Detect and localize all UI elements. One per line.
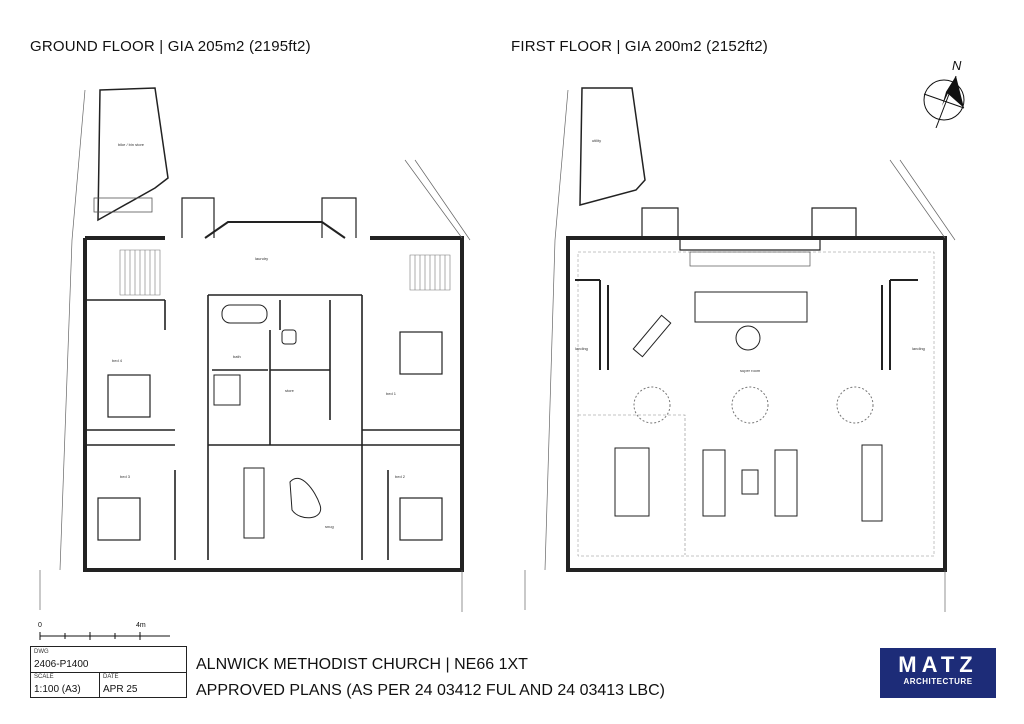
first-floor-title: FIRST FLOOR | GIA 200m2 (2152ft2) (511, 38, 768, 55)
bay-window-right (321, 197, 357, 238)
label-super-room: super room (740, 368, 761, 373)
bed-1 (399, 331, 443, 375)
title-block: DWG 2406-P1400 SCALE 1:100 (A3) DATE APR… (30, 646, 187, 698)
wc-basin (281, 329, 297, 345)
logo-main-text: MATZ (898, 652, 978, 677)
first-floor-plan (524, 87, 956, 612)
north-label: N (952, 58, 962, 73)
bed-4 (107, 374, 151, 418)
ground-floor-title: GROUND FLOOR | GIA 205m2 (2195ft2) (30, 38, 311, 55)
logo-sub-text: ARCHITECTURE (903, 677, 973, 686)
ground-floor-stair (119, 249, 451, 296)
ground-floor-outer-wall (83, 236, 464, 572)
label-landing-right: landing (912, 346, 925, 351)
date-caption: DATE (103, 674, 119, 680)
laundry-bay (204, 221, 346, 239)
coffee-table (741, 469, 759, 495)
snug-chaise (289, 477, 322, 519)
rug-circle-right (836, 386, 874, 424)
matz-logo: MATZ ARCHITECTURE (880, 648, 996, 698)
scale-bar (39, 632, 170, 640)
label-bed-3: bed 3 (120, 474, 131, 479)
desk (632, 314, 672, 358)
interior-walls (85, 294, 462, 560)
first-floor-outer-wall (566, 236, 947, 572)
bath-tub (221, 304, 268, 324)
first-floor-stair-right (881, 279, 918, 370)
label-bike-store: bike / bin store (118, 142, 145, 147)
shower (213, 374, 241, 406)
scale-caption: SCALE (34, 674, 54, 680)
north-arrow-icon (923, 75, 965, 129)
title-block-row-dwg (31, 647, 186, 673)
scale-value: 1:100 (A3) (34, 684, 81, 695)
label-landing-left: landing (575, 346, 588, 351)
sofa-left (702, 449, 726, 517)
rug-circle-left (633, 386, 671, 424)
bed-3 (97, 497, 141, 541)
dining-table (861, 444, 883, 522)
kitchen-island (694, 291, 808, 323)
games-zone-outline (578, 414, 686, 555)
label-bed-4: bed 4 (112, 358, 123, 363)
dining-round-table (735, 325, 761, 351)
first-floor-site-boundary (524, 89, 956, 612)
first-floor-stair-left (575, 279, 609, 370)
date-value: APR 25 (103, 684, 138, 695)
sofa-right (774, 449, 798, 517)
annex-windows (93, 197, 153, 213)
label-snug: snug (325, 524, 334, 529)
project-description: APPROVED PLANS (AS PER 24 03412 FUL AND … (196, 682, 665, 699)
ground-floor-site-boundary (39, 89, 471, 612)
first-floor-windows (689, 251, 811, 267)
label-plant: utility (592, 138, 601, 143)
pool-table (614, 447, 650, 517)
ground-floor-annex (97, 87, 169, 222)
label-bed-1: bed 1 (386, 391, 397, 396)
label-laundry: laundry (255, 256, 268, 261)
rug-circle-centre (731, 386, 769, 424)
title-block-divider (99, 672, 100, 697)
bed-2 (399, 497, 443, 541)
snug-sofa (243, 467, 265, 539)
first-floor-bays (641, 207, 857, 251)
project-name: ALNWICK METHODIST CHURCH | NE66 1XT (196, 656, 528, 673)
first-floor-annex (579, 87, 646, 206)
scale-start-label: 0 (38, 622, 42, 629)
label-bed-2: bed 2 (395, 474, 406, 479)
label-store: store (285, 388, 295, 393)
bay-window-left (181, 197, 215, 238)
label-bath: bath (233, 354, 241, 359)
north-arrow: N (916, 58, 976, 129)
first-floor-inner-line (577, 251, 935, 557)
ground-floor-plan (39, 87, 471, 612)
dwg-caption: DWG (34, 649, 49, 655)
dwg-value: 2406-P1400 (34, 659, 89, 670)
scale-end-label: 4m (136, 622, 146, 629)
